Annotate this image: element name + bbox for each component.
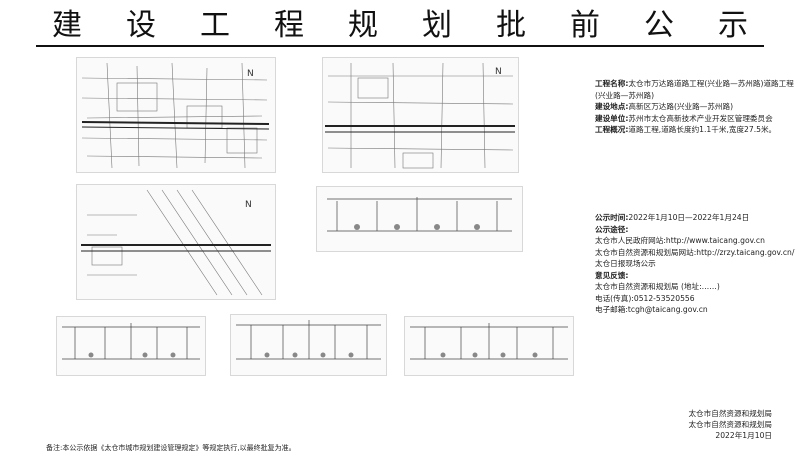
site-plan-3: N xyxy=(76,184,276,300)
project-info-panel: 工程名称:太仓市万达路道路工程(兴业路—苏州路)道路工程(兴业路—苏州路) 建设… xyxy=(595,78,795,136)
feedback-line-3[interactable]: 电子邮箱:tcgh@taicang.gov.cn xyxy=(595,305,708,314)
project-location: 建设地点:高新区万达路(兴业路—苏州路) xyxy=(595,101,795,113)
issue-date: 2022年1月10日 xyxy=(715,431,772,440)
section-drawing-1 xyxy=(316,186,523,252)
svg-text:N: N xyxy=(245,200,252,210)
project-scale-label: 工程概况: xyxy=(595,125,629,134)
section-drawing-2 xyxy=(56,316,206,376)
publicity-info-panel: 公示时间:2022年1月10日—2022年1月24日 公示途径: 太仓市人民政府… xyxy=(595,212,795,316)
publicity-period: 公示时间:2022年1月10日—2022年1月24日 xyxy=(595,212,795,224)
project-name-label: 工程名称: xyxy=(595,79,629,88)
publicity-period-value: 2022年1月10日—2022年1月24日 xyxy=(628,213,750,222)
footer-note: 备注:本公示依据《太仓市城市规划建设管理规定》等规定执行,以最终批复为准。 xyxy=(46,444,296,452)
section-drawing-3 xyxy=(230,314,387,376)
publicity-channel-3: 太仓日报现场公示 xyxy=(595,259,656,268)
publicity-channel-1[interactable]: 太仓市人民政府网站:http://www.taicang.gov.cn xyxy=(595,236,765,245)
svg-text:N: N xyxy=(495,67,502,77)
feedback-line-1: 太仓市自然资源和规划局 (地址:……) xyxy=(595,282,720,291)
publicity-period-label: 公示时间: xyxy=(595,213,629,222)
publicity-channel-2[interactable]: 太仓市自然资源和规划局网站:http://zrzy.taicang.gov.cn… xyxy=(595,247,795,257)
project-scale-value: 道路工程,道路长度约1.1千米,宽度27.5米。 xyxy=(628,125,777,134)
project-name: 工程名称:太仓市万达路道路工程(兴业路—苏州路)道路工程(兴业路—苏州路) xyxy=(595,78,795,101)
project-unit: 建设单位:苏州市太仓高新技术产业开发区管理委员会 xyxy=(595,113,795,125)
issuer-org-2: 太仓市自然资源和规划局 xyxy=(688,420,772,429)
issuer-block: 太仓市自然资源和规划局 太仓市自然资源和规划局 2022年1月10日 xyxy=(580,408,772,441)
page-title: 建设工程规划批前公示 xyxy=(52,8,792,43)
section-drawing-4 xyxy=(404,316,574,376)
site-plan-2: N xyxy=(322,57,519,173)
project-location-value: 高新区万达路(兴业路—苏州路) xyxy=(628,102,734,111)
feedback-label: 意见反馈: xyxy=(595,270,629,280)
title-divider xyxy=(36,45,764,47)
publicity-channel-label: 公示途径: xyxy=(595,224,629,234)
project-scale: 工程概况:道路工程,道路长度约1.1千米,宽度27.5米。 xyxy=(595,124,795,136)
project-unit-label: 建设单位: xyxy=(595,113,629,123)
site-plan-1: N xyxy=(76,57,276,173)
project-location-label: 建设地点: xyxy=(595,102,629,111)
feedback-line-2: 电话(传真):0512-53520556 xyxy=(595,293,695,303)
project-name-value: 太仓市万达路道路工程(兴业路—苏州路)道路工程(兴业路—苏州路) xyxy=(595,79,794,100)
project-unit-value: 苏州市太仓高新技术产业开发区管理委员会 xyxy=(628,113,773,123)
issuer-org-1: 太仓市自然资源和规划局 xyxy=(688,409,772,418)
svg-text:N: N xyxy=(247,69,254,79)
